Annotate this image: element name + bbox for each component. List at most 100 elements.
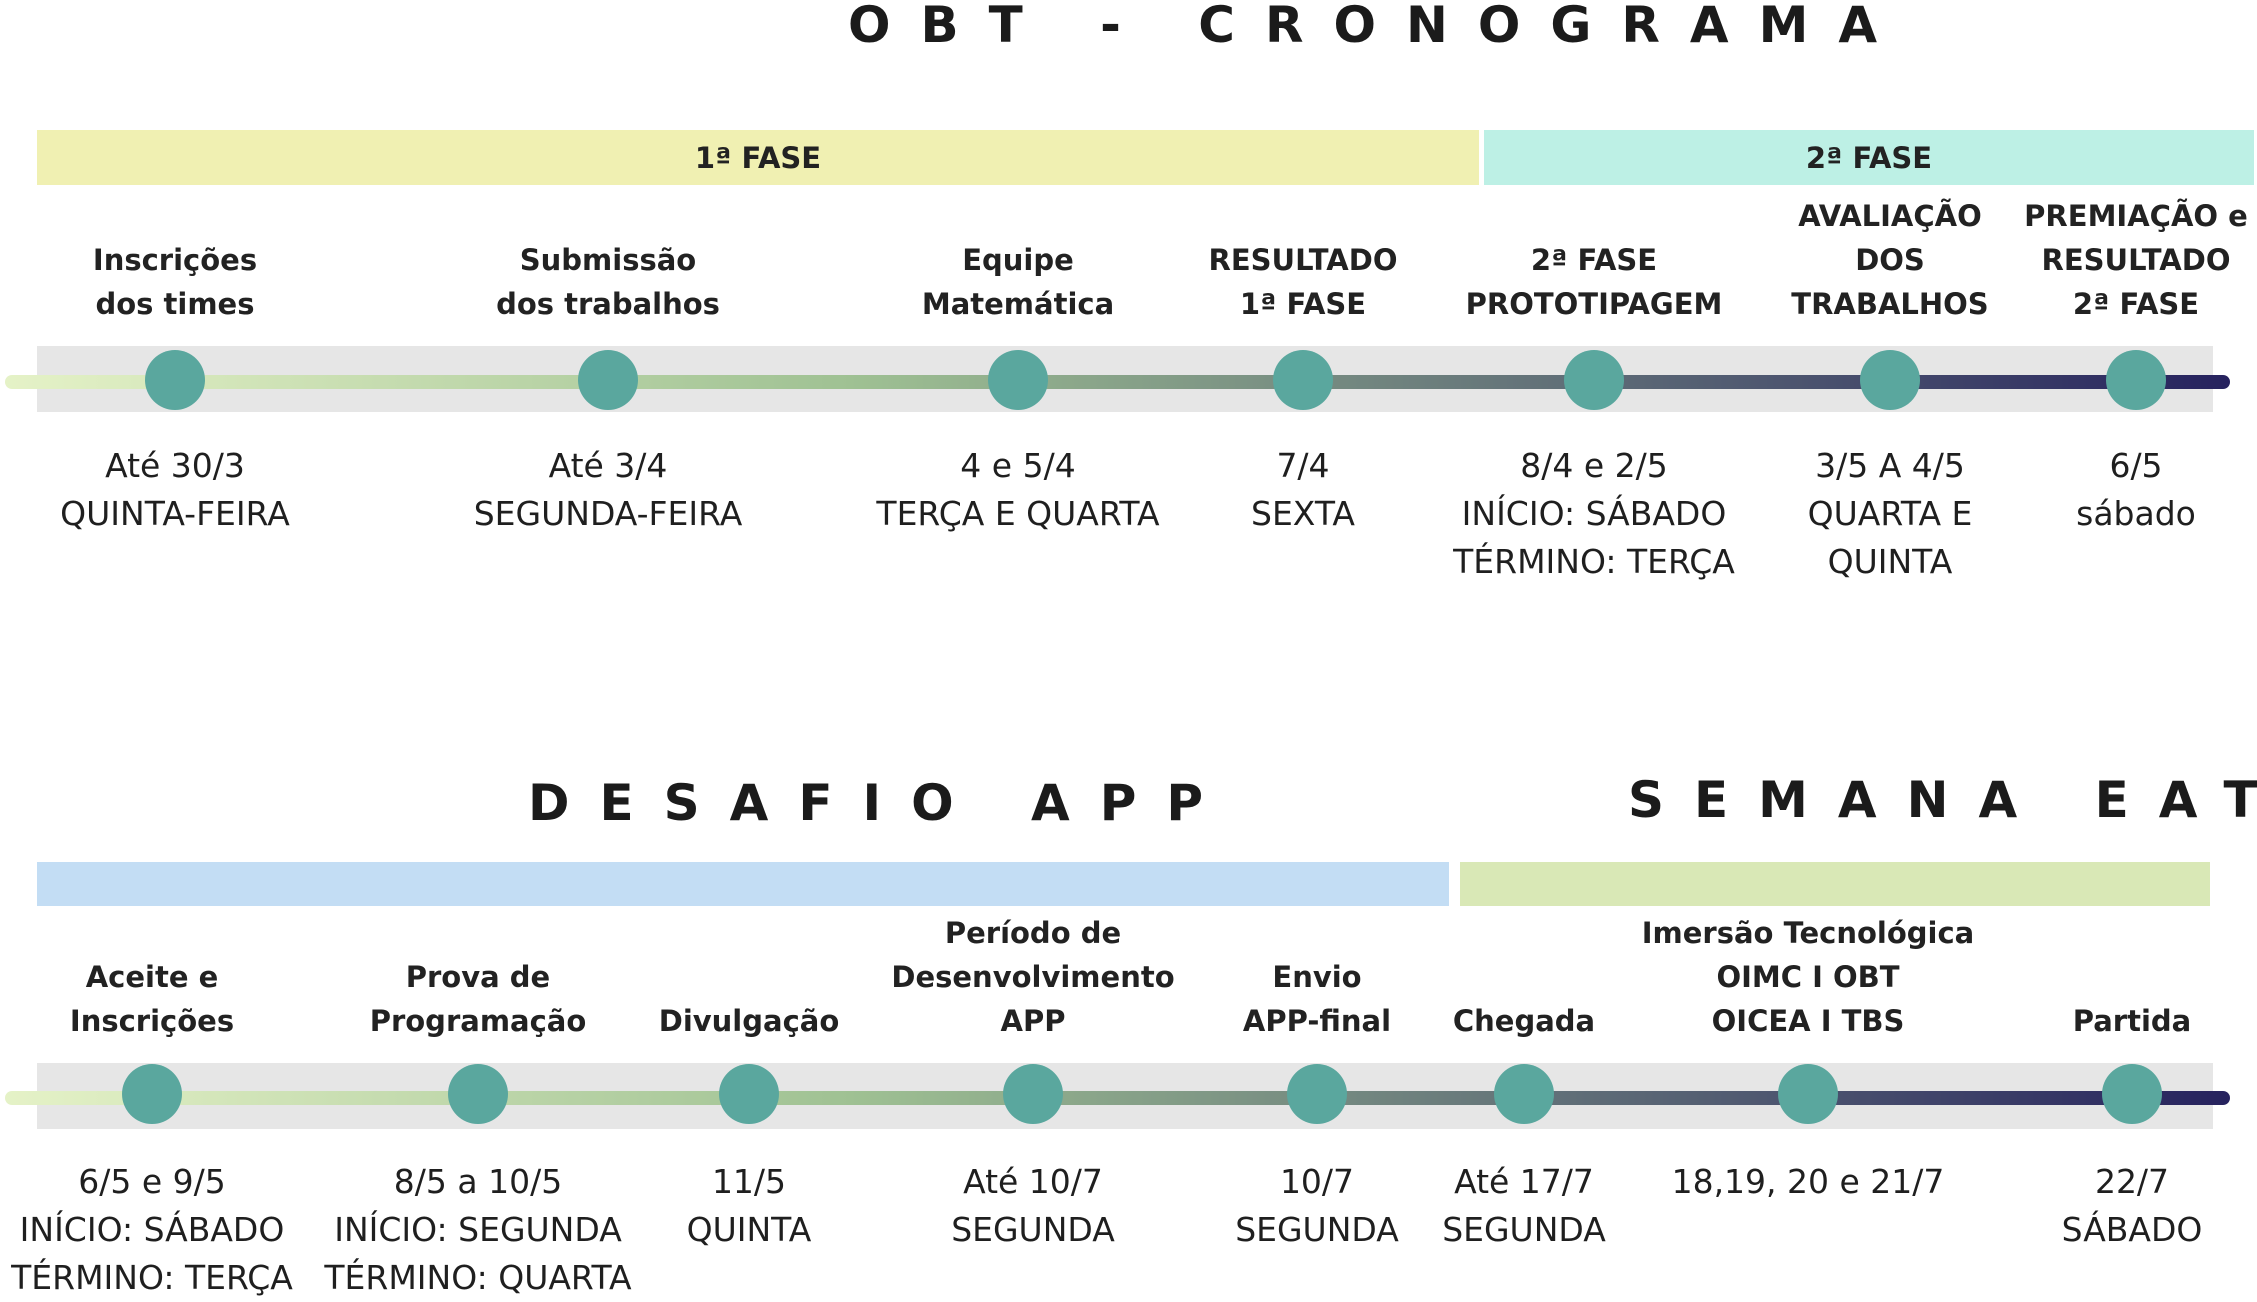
event-date: 6/5 sábado <box>2076 442 2196 538</box>
milestone-dot[interactable] <box>988 350 1048 410</box>
milestone-dot[interactable] <box>1564 350 1624 410</box>
event-date-line: 18,19, 20 e 21/7 <box>1671 1162 1945 1201</box>
milestone-dot[interactable] <box>1494 1064 1554 1124</box>
event-label: PREMIAÇÃO e RESULTADO 2ª FASE <box>2024 194 2248 326</box>
event-date-line: 6/5 e 9/5 <box>78 1162 226 1201</box>
event-date-line: TÉRMINO: QUARTA <box>324 1258 632 1297</box>
event-date-line: SEGUNDA <box>1442 1210 1606 1249</box>
event-label-line: Chegada <box>1452 1004 1596 1038</box>
event-date-line: sábado <box>2076 494 2196 533</box>
event-label: Aceite e Inscrições <box>70 955 234 1043</box>
event-label-line: Aceite e <box>85 960 219 994</box>
event-label-line: APP-final <box>1242 1004 1392 1038</box>
event-label-line: dos times <box>95 287 255 321</box>
event-date-line: 11/5 <box>711 1162 787 1201</box>
event-label: Chegada <box>1453 999 1595 1043</box>
event-label-line: RESULTADO <box>2041 243 2231 277</box>
event-date-line: TERÇA E QUARTA <box>876 494 1160 533</box>
event-label-line: TRABALHOS <box>1791 287 1989 321</box>
event-date-line: QUINTA <box>686 1210 812 1249</box>
milestone-dot[interactable] <box>2102 1064 2162 1124</box>
milestone-dot[interactable] <box>1273 350 1333 410</box>
semana-eat-title: SEMANA EAT <box>1628 771 2257 829</box>
event-label-line: Inscrições <box>92 243 258 277</box>
event-label-line: RESULTADO <box>1208 243 1398 277</box>
event-label-line: OIMC I OBT <box>1716 960 1900 994</box>
milestone-dot[interactable] <box>145 350 205 410</box>
event-label-line: AVALIAÇÃO <box>1798 199 1982 233</box>
milestone-dot[interactable] <box>1860 350 1920 410</box>
event-date-line: QUINTA <box>1827 542 1953 581</box>
main-title: OBT - CRONOGRAMA <box>848 0 1908 54</box>
event-label-line: 2ª FASE <box>2072 287 2200 321</box>
event-label-line: Prova de <box>405 960 551 994</box>
event-label-line: Divulgação <box>658 1004 840 1038</box>
fase1-band: 1ª FASE <box>37 130 1479 185</box>
event-date-line: TÉRMINO: TERÇA <box>11 1258 293 1297</box>
event-date-line: 10/7 <box>1279 1162 1355 1201</box>
event-date-line: QUARTA E <box>1807 494 1973 533</box>
event-label-line: Equipe <box>962 243 1074 277</box>
event-label-line: Submissão <box>519 243 697 277</box>
milestone-dot[interactable] <box>719 1064 779 1124</box>
event-date-line: 8/4 e 2/5 <box>1520 446 1668 485</box>
event-date-line: 22/7 <box>2094 1162 2170 1201</box>
event-label: Submissão dos trabalhos <box>496 238 720 326</box>
event-date-line: 6/5 <box>2109 446 2163 485</box>
milestone-dot[interactable] <box>448 1064 508 1124</box>
event-label-line: Desenvolvimento <box>891 960 1175 994</box>
event-date-line: 8/5 a 10/5 <box>393 1162 563 1201</box>
event-date-line: 7/4 <box>1276 446 1330 485</box>
event-label-line: APP <box>1000 1004 1066 1038</box>
event-label-line: Matemática <box>921 287 1115 321</box>
milestone-dot[interactable] <box>122 1064 182 1124</box>
event-label-line: Imersão Tecnológica <box>1641 916 1975 950</box>
milestone-dot[interactable] <box>1778 1064 1838 1124</box>
milestone-dot[interactable] <box>1003 1064 1063 1124</box>
event-date-line: 3/5 A 4/5 <box>1815 446 1965 485</box>
event-date-line: Até 10/7 <box>963 1162 1103 1201</box>
event-date-line: SEGUNDA <box>1235 1210 1399 1249</box>
event-label-line: dos trabalhos <box>496 287 720 321</box>
event-label-line: 1ª FASE <box>1239 287 1367 321</box>
event-date-line: SEGUNDA-FEIRA <box>473 494 743 533</box>
fase1-label: 1ª FASE <box>694 140 822 175</box>
event-label: Divulgação <box>659 999 840 1043</box>
milestone-dot[interactable] <box>578 350 638 410</box>
event-date-line: Até 30/3 <box>105 446 245 485</box>
timeline2-line <box>5 1091 2230 1105</box>
event-label: Inscrições dos times <box>93 238 257 326</box>
event-label: Partida <box>2073 999 2191 1043</box>
event-date-line: TÉRMINO: TERÇA <box>1453 542 1735 581</box>
event-label-line: Partida <box>2072 1004 2192 1038</box>
event-date-line: Até 17/7 <box>1454 1162 1594 1201</box>
event-date-line: 4 e 5/4 <box>960 446 1076 485</box>
event-date-line: INÍCIO: SÁBADO <box>1461 494 1727 533</box>
milestone-dot[interactable] <box>2106 350 2166 410</box>
event-date-line: QUINTA-FEIRA <box>60 494 290 533</box>
milestone-dot[interactable] <box>1287 1064 1347 1124</box>
timeline1-line <box>5 375 2230 389</box>
event-label-line: Programação <box>369 1004 587 1038</box>
event-date-line: SEGUNDA <box>951 1210 1115 1249</box>
desafio-app-band <box>37 862 1449 906</box>
event-label-line: DOS <box>1855 243 1925 277</box>
fase2-band: 2ª FASE <box>1484 130 2254 185</box>
event-label-line: PREMIAÇÃO e <box>2024 199 2248 233</box>
event-label-line: Inscrições <box>69 1004 235 1038</box>
event-date-line: INÍCIO: SEGUNDA <box>334 1210 622 1249</box>
event-date-line: INÍCIO: SÁBADO <box>19 1210 285 1249</box>
